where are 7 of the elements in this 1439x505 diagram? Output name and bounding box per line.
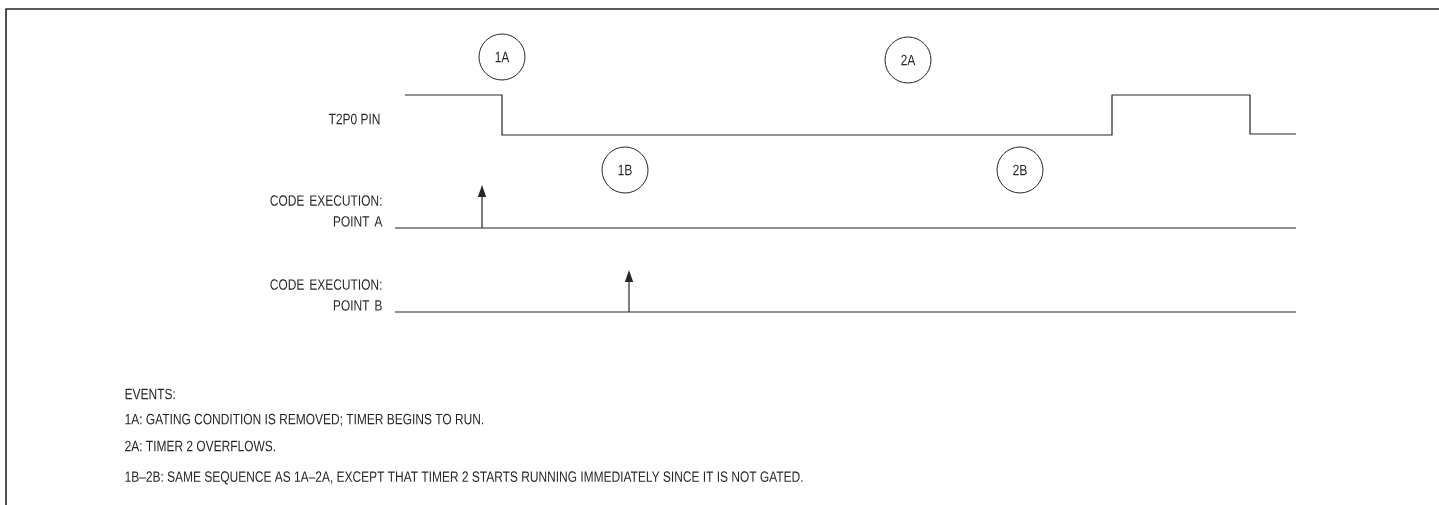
signal-name: CODE EXECUTION: POINT B: [270, 279, 382, 311]
note-heading: EVENTS:: [125, 388, 175, 400]
signal-name: CODE EXECUTION: POINT A: [270, 195, 383, 227]
signal-name: T2P0 PIN: [328, 113, 380, 125]
note: 2A: TIMER 2 OVERFLOWS.: [125, 440, 275, 452]
note: 1A: GATING CONDITION IS REMOVED; TIMER BEGINS TO RUN.: [125, 413, 484, 427]
note: 1B–2B: SAME SEQUENCE AS 1A–2A, EXCEPT THAT TIMER 2 STARTS RUNNING IMMEDIATELY SINCE IT IS NOT GATED.: [125, 471, 803, 485]
